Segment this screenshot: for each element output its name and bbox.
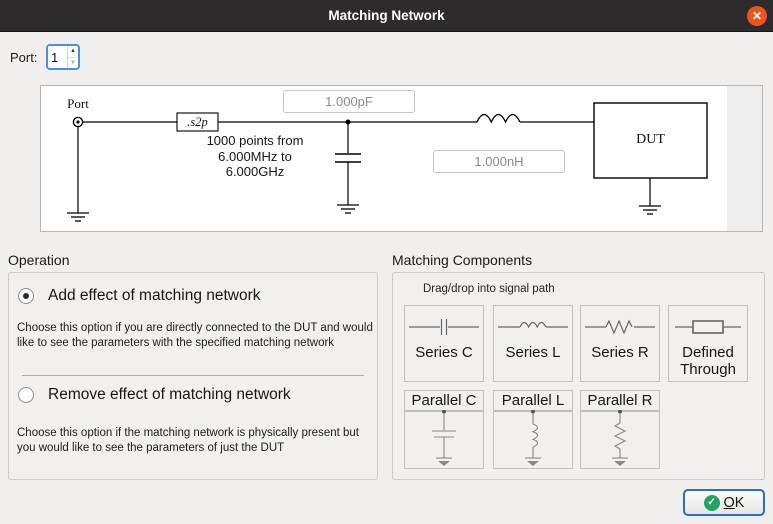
ground-icon (67, 212, 89, 222)
tile-label: Parallel R (587, 392, 653, 409)
tile-label: Parallel L (501, 392, 565, 409)
parallel-capacitor-icon (405, 410, 483, 466)
tile-parallel-l[interactable]: Parallel L (493, 390, 573, 469)
radio-add-circle[interactable] (18, 288, 34, 304)
port-connector-icon (72, 116, 84, 128)
spin-down-icon[interactable]: ▼ (68, 56, 78, 69)
separator (22, 375, 364, 376)
s2p-label: .s2p (187, 115, 208, 129)
circuit-diagram (67, 102, 708, 222)
matching-components-heading: Matching Components (392, 252, 533, 268)
radio-add-effect[interactable]: Add effect of matching network (18, 287, 261, 305)
port-connector-dot (76, 120, 80, 124)
series-resistor-icon (585, 319, 655, 335)
matching-components-group: Drag/drop into signal path Series C Seri… (392, 272, 765, 480)
check-icon: ✓ (703, 494, 720, 511)
port-spin-arrows: ▲ ▼ (67, 46, 78, 68)
tile-label: Series R (591, 344, 649, 361)
add-effect-description: Choose this option if you are directly c… (17, 322, 373, 350)
port-input[interactable] (48, 46, 67, 68)
port-spinbox[interactable]: ▲ ▼ (46, 44, 80, 70)
tile-series-r[interactable]: Series R (580, 305, 660, 382)
series-capacitor-icon (409, 319, 479, 335)
titlebar: Matching Network ✕ (0, 0, 773, 32)
tile-label: Series L (505, 344, 561, 361)
remove-effect-description: Choose this option if the matching netwo… (17, 427, 359, 455)
parallel-resistor-icon (581, 410, 659, 466)
dut-box (593, 102, 708, 179)
drag-drop-hint: Drag/drop into signal path (423, 283, 555, 295)
capacitor-value-field[interactable]: 1.000pF (283, 90, 415, 113)
tile-parallel-c[interactable]: Parallel C (404, 390, 484, 469)
dut-label: DUT (636, 132, 665, 147)
spin-up-icon[interactable]: ▲ (70, 48, 76, 55)
tile-series-l[interactable]: Series L (493, 305, 573, 382)
sweep-points-text: 1000 points from 6.000MHz to 6.000GHz (206, 133, 304, 179)
parallel-inductor-icon (494, 410, 572, 466)
close-button[interactable]: ✕ (747, 6, 767, 26)
port-text: Port (67, 96, 89, 111)
circuit-canvas: Port .s2p DUT 1000 points from 6.000MHz … (40, 85, 763, 232)
ground-icon (639, 205, 661, 215)
tile-series-c[interactable]: Series C (404, 305, 484, 382)
inductor-value-field[interactable]: 1.000nH (433, 150, 565, 173)
tile-parallel-r[interactable]: Parallel R (580, 390, 660, 469)
inductor-icon[interactable] (476, 113, 521, 124)
radio-remove-label: Remove effect of matching network (48, 386, 291, 403)
ok-button[interactable]: ✓ OK (683, 489, 765, 516)
tile-label: Series C (415, 344, 473, 361)
radio-add-label: Add effect of matching network (48, 287, 261, 304)
series-inductor-icon (498, 321, 568, 329)
ground-icon (337, 204, 359, 214)
tile-defined-through[interactable]: Defined Through (668, 305, 748, 382)
close-icon: ✕ (751, 9, 763, 23)
operation-group: Add effect of matching network Choose th… (8, 272, 378, 480)
tile-label: Parallel C (411, 392, 477, 409)
circuit-scene: Port .s2p DUT 1000 points from 6.000MHz … (41, 86, 727, 231)
s2p-box[interactable] (176, 112, 219, 132)
radio-remove-effect[interactable]: Remove effect of matching network (18, 386, 291, 404)
port-label: Port: (10, 50, 38, 65)
defined-through-icon (675, 320, 741, 334)
operation-heading: Operation (8, 252, 70, 268)
tile-label: Defined Through (680, 344, 736, 378)
ok-button-label: OK (723, 494, 745, 511)
radio-remove-circle[interactable] (18, 387, 34, 403)
window-title: Matching Network (328, 8, 445, 23)
